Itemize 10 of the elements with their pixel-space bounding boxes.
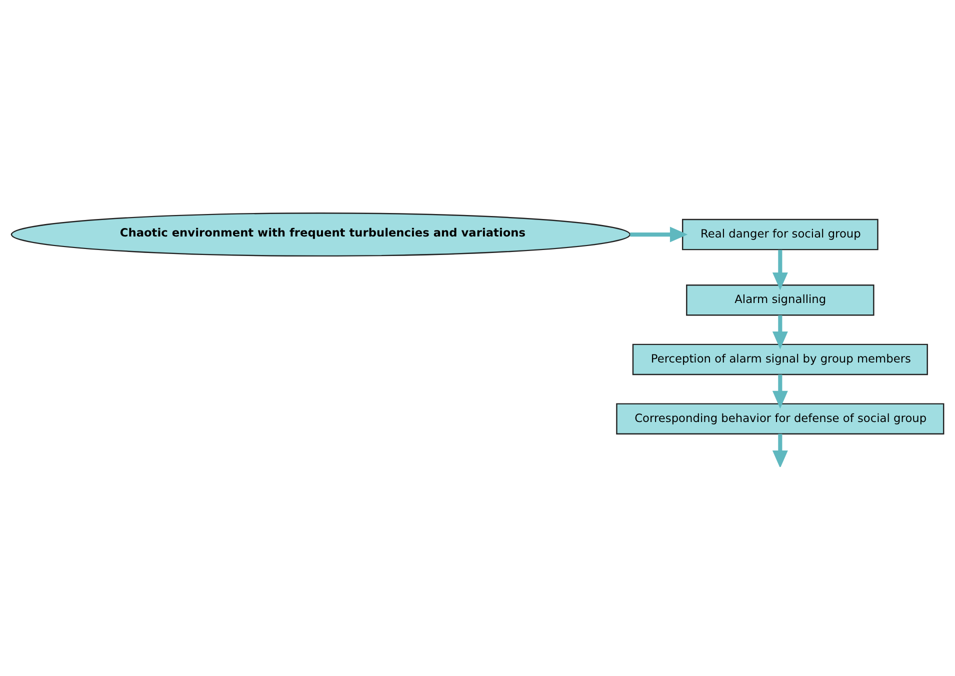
- node-box: Alarm signalling: [686, 284, 874, 316]
- node-box: Real danger for social group: [682, 218, 878, 250]
- arrow: [772, 433, 788, 466]
- arrow: [772, 374, 788, 408]
- node-box: Perception of alarm signal by group members: [632, 343, 928, 375]
- arrow: [772, 314, 788, 349]
- node-ellipse: Chaotic environment with frequent turbulencies and variations: [10, 212, 631, 256]
- arrow: [772, 249, 788, 290]
- arrow: [630, 226, 688, 242]
- node-box: Corresponding behavior for defense of social group: [616, 402, 944, 434]
